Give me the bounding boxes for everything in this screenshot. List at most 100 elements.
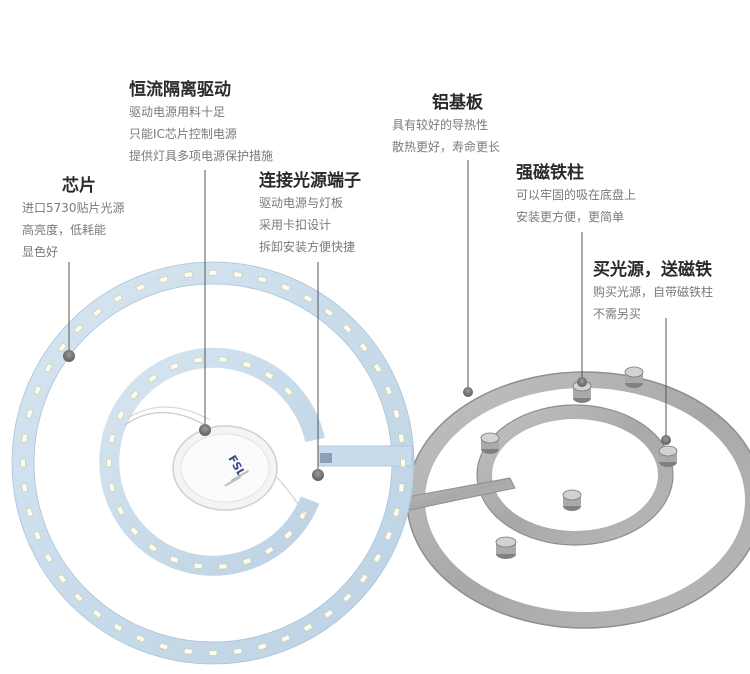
led-chip <box>116 410 125 421</box>
callout-magnet: 强磁铁柱 可以牢固的吸在底盘上 安装更方便，更简单 <box>516 162 636 228</box>
led-chip <box>33 531 42 541</box>
callout-magnet-line-2: 安装更方便，更简单 <box>516 210 625 224</box>
led-chips-outer <box>20 270 406 656</box>
led-chip <box>169 555 179 564</box>
led-chip <box>129 390 139 400</box>
led-chip <box>183 271 193 278</box>
led-chip <box>264 371 274 380</box>
led-chip <box>218 356 228 363</box>
led-chip <box>169 362 179 371</box>
led-chip <box>384 531 393 541</box>
callout-magnet-line-1: 可以牢固的吸在底盘上 <box>516 188 637 202</box>
led-chip <box>242 557 252 566</box>
led-chip <box>392 507 401 517</box>
led-chip <box>324 307 334 317</box>
led-chip <box>281 634 291 643</box>
callout-driver-title: 恒流隔离驱动 <box>129 80 231 100</box>
led-chip <box>242 360 252 369</box>
callout-buy: 买光源，送磁铁 购买光源，自带磁铁柱 不需另买 <box>593 259 713 325</box>
callout-magnet-title: 强磁铁柱 <box>516 163 584 183</box>
led-chip <box>208 650 218 656</box>
led-chip <box>218 563 228 570</box>
led-chip <box>74 592 84 602</box>
led-chip <box>129 526 139 536</box>
callout-driver: 恒流隔离驱动 驱动电源用料十足 只能IC芯片控制电源 提供灯具多项电源保护措施 <box>129 79 273 167</box>
led-chip <box>392 409 401 419</box>
led-chip <box>359 574 369 584</box>
led-chip <box>57 574 67 584</box>
led-chip <box>33 385 42 395</box>
callout-connector-line-3: 拆卸安装方便快捷 <box>259 240 356 254</box>
led-chip <box>25 409 34 419</box>
led-chip <box>44 363 53 373</box>
led-chip <box>193 562 203 570</box>
led-chip <box>400 458 406 468</box>
led-chip <box>283 530 293 540</box>
led-chip <box>148 373 158 383</box>
led-chip <box>342 592 352 602</box>
led-chip <box>398 483 405 493</box>
callout-buy-title: 买光源，送磁铁 <box>593 260 712 280</box>
callout-buy-line-2: 不需另买 <box>593 307 642 321</box>
callout-connector-title: 连接光源端子 <box>259 171 361 191</box>
led-chip <box>342 324 352 334</box>
driver-module: FSL <box>124 406 306 516</box>
led-chip <box>116 505 125 516</box>
callout-connector: 连接光源端子 驱动电源与灯板 采用卡扣设计 拆卸安装方便快捷 <box>259 170 361 258</box>
callout-buy-line-1: 购买光源，自带磁铁柱 <box>593 285 714 299</box>
led-chip <box>303 623 313 632</box>
led-chip <box>257 275 267 284</box>
pointer-lines <box>68 160 667 475</box>
led-chip <box>135 283 145 292</box>
led-chip <box>108 482 116 493</box>
callout-aluminum-title: 铝基板 <box>432 93 483 113</box>
led-chip <box>373 363 382 373</box>
led-chip <box>233 271 243 278</box>
led-chip <box>233 648 243 655</box>
callout-chip-line-3: 显色好 <box>22 245 59 259</box>
led-chip <box>324 609 334 619</box>
led-chip <box>257 642 267 651</box>
led-chip <box>113 623 123 632</box>
led-chip <box>25 507 34 517</box>
led-chip <box>183 648 193 655</box>
led-chip <box>108 433 116 444</box>
led-chip <box>74 324 84 334</box>
led-chip <box>303 294 313 303</box>
led-chip <box>398 433 405 443</box>
led-chip <box>135 634 145 643</box>
led-chip <box>159 275 169 284</box>
led-chip <box>264 546 274 555</box>
callout-driver-line-1: 驱动电源用料十足 <box>129 105 226 119</box>
pointer-dots <box>63 350 671 481</box>
callout-aluminum-line-2: 散热更好，寿命更长 <box>392 140 501 154</box>
led-chip <box>148 543 158 553</box>
callout-driver-line-2: 只能IC芯片控制电源 <box>129 127 237 141</box>
callout-chip: 芯片 进口5730贴片光源 高亮度，低耗能 显色好 <box>22 175 125 263</box>
callout-aluminum: 铝基板 具有较好的导热性 散热更好，寿命更长 <box>392 92 500 158</box>
callout-chip-line-1: 进口5730贴片光源 <box>22 201 125 215</box>
led-chip <box>106 458 112 468</box>
led-chip <box>384 385 393 395</box>
led-chip <box>21 433 28 443</box>
led-chip <box>113 294 123 303</box>
led-chip <box>193 356 203 364</box>
led-chip <box>57 342 67 352</box>
callout-connector-line-1: 驱动电源与灯板 <box>259 196 344 210</box>
led-chip <box>20 458 26 468</box>
callout-connector-line-2: 采用卡扣设计 <box>259 218 332 232</box>
callout-chip-line-2: 高亮度，低耗能 <box>22 223 107 237</box>
led-chip <box>373 553 382 563</box>
led-chip <box>359 342 369 352</box>
callout-aluminum-line-1: 具有较好的导热性 <box>392 118 489 132</box>
aluminum-plate <box>401 366 750 629</box>
led-chip <box>298 510 308 520</box>
callout-chip-title: 芯片 <box>62 176 96 196</box>
led-chip <box>208 270 218 276</box>
led-chip <box>21 483 28 493</box>
led-chip <box>44 553 53 563</box>
callout-driver-line-3: 提供灯具多项电源保护措施 <box>129 149 274 163</box>
led-chip <box>92 307 102 317</box>
led-chips-inner <box>106 356 308 570</box>
